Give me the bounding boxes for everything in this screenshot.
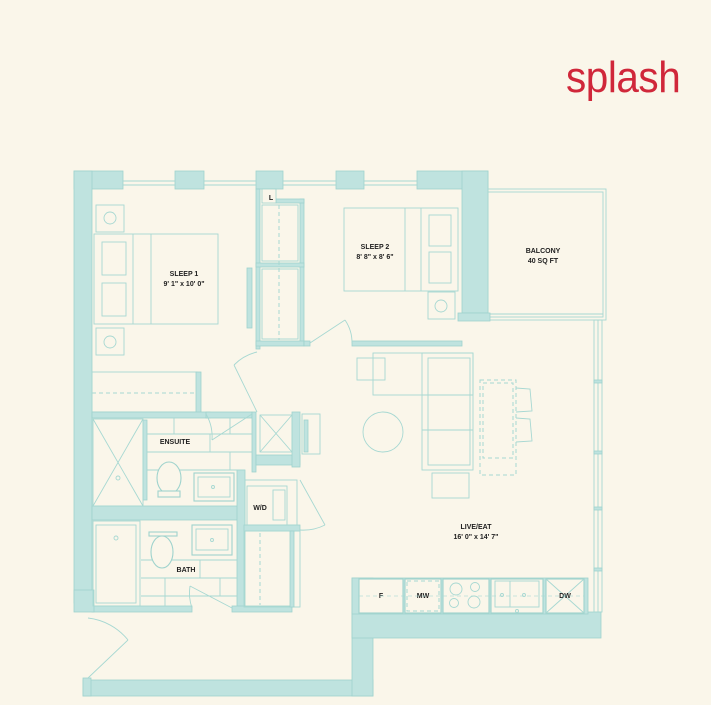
kitchen-counter: F MW DW (351, 577, 589, 615)
sleep2-dims: 8' 8" x 8' 6" (356, 254, 393, 261)
ensuite-fixtures: ENSUITE (92, 418, 252, 507)
wd-label: W/D (253, 505, 267, 512)
washer-dryer: W/D (244, 479, 298, 526)
balcony-name: BALCONY (526, 248, 561, 255)
interior-walls: L (73, 188, 491, 613)
right-window (593, 319, 603, 613)
balcony-outline (487, 188, 607, 321)
bath-fixtures: BATH (92, 520, 237, 607)
doors (87, 319, 353, 679)
live-eat-dims: 16' 0" x 14' 7" (454, 534, 499, 541)
closet-x (259, 413, 321, 455)
splash-logo: splash (566, 53, 681, 102)
living-furniture (356, 352, 533, 499)
live-eat-name: LIVE/EAT (461, 524, 493, 531)
sleep2-name: SLEEP 2 (361, 244, 390, 251)
sleep1-dims: 9' 1" x 10' 0" (163, 281, 204, 288)
sleep2-furniture: SLEEP 2 8' 8" x 8' 6" (343, 207, 459, 320)
exterior-walls (73, 170, 602, 697)
linen-label: L (269, 195, 274, 202)
balcony-dims: 40 SQ FT (528, 258, 559, 265)
sleep1-furniture: SLEEP 1 9' 1" x 10' 0" (93, 204, 219, 356)
sleep1-name: SLEEP 1 (170, 271, 199, 278)
bath-label: BATH (177, 567, 196, 574)
ensuite-label: ENSUITE (160, 439, 191, 446)
